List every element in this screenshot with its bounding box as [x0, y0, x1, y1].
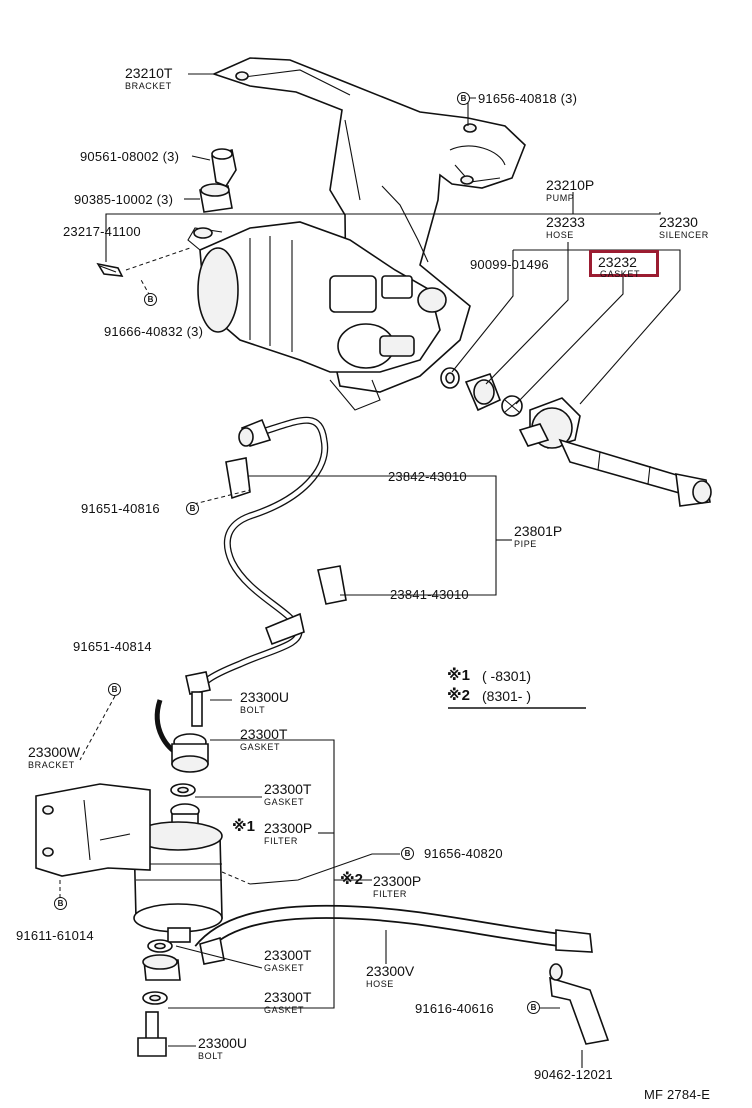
part-number-91651-40814: 91651-40814 [73, 639, 152, 654]
part-number-23300t-2: 23300T [264, 781, 312, 797]
legend-mark-1: ※1 [447, 667, 470, 684]
part-number-91666: 91666-40832 (3) [104, 324, 204, 339]
hose-silencer-drawing [440, 367, 712, 507]
part-name-hose-23300v: HOSE [366, 979, 394, 989]
part-name-gasket-4: GASKET [264, 1005, 305, 1015]
part-number-23300t-4: 23300T [264, 989, 312, 1005]
fuel-pipe-drawing [194, 416, 347, 701]
part-number-91656-40820: 91656-40820 [424, 846, 503, 861]
legend-range-2: (8301- ) [482, 688, 532, 704]
part-name-gasket-23232: GASKET [600, 269, 641, 279]
part-name-filter-1: FILTER [264, 836, 298, 846]
part-number-23842: 23842-43010 [388, 469, 467, 484]
part-name-pipe: PIPE [514, 539, 537, 549]
filter-hose-drawing [194, 904, 610, 1045]
part-name-bolt-bottom: BOLT [198, 1051, 224, 1061]
part-number-91611: 91611-61014 [16, 928, 94, 943]
part-name-gasket-2: GASKET [264, 797, 305, 807]
part-number-91616: 91616-40616 [415, 1001, 494, 1016]
part-number-23217: 23217-41100 [63, 224, 141, 239]
part-number-23300v: 23300V [366, 963, 415, 979]
part-name-filter-2: FILTER [373, 889, 407, 899]
legend-mark-2: ※2 [447, 687, 470, 704]
bolt-marker-b: B [527, 1001, 540, 1014]
bolt-marker-b: B [401, 847, 414, 860]
part-number-90099: 90099-01496 [470, 257, 549, 272]
bolt-marker-b: B [144, 293, 157, 306]
part-name-gasket-1: GASKET [240, 742, 281, 752]
part-number-90385: 90385-10002 (3) [74, 192, 174, 207]
bolt-marker-b: B [186, 502, 199, 515]
legend-range-1: ( -8301) [482, 668, 532, 684]
part-number-23232: 23232 [598, 254, 637, 270]
screw-drawing [96, 262, 124, 277]
bolt-marker-b: B [108, 683, 121, 696]
part-number-23300w: 23300W [28, 744, 81, 760]
part-number-90561: 90561-08002 (3) [80, 149, 180, 164]
part-number-90462: 90462-12021 [534, 1067, 613, 1082]
part-number-23300u-top: 23300U [240, 689, 290, 705]
part-name-pump: PUMP [546, 193, 575, 203]
bolt-marker-b: B [457, 92, 470, 105]
part-number-91651-40816: 91651-40816 [81, 501, 160, 516]
part-number-23801p: 23801P [514, 523, 563, 539]
bushings-drawing [199, 148, 237, 213]
part-number-91656-40818: 91656-40818 (3) [478, 91, 578, 106]
part-number-23300p-2: 23300P [373, 873, 422, 889]
part-name-bracket-23300w: BRACKET [28, 760, 75, 770]
part-number-23210t: 23210T [125, 65, 173, 81]
part-number-23841: 23841-43010 [390, 587, 469, 602]
pump-drawing [187, 221, 447, 411]
filter-assembly-drawing [35, 671, 223, 1057]
part-name-silencer: SILENCER [659, 230, 709, 240]
part-name-gasket-3: GASKET [264, 963, 305, 973]
part-number-23300u-bottom: 23300U [198, 1035, 248, 1051]
part-name-bracket: BRACKET [125, 81, 172, 91]
part-number-23300p-1: 23300P [264, 820, 313, 836]
bolt-marker-b: B [54, 897, 67, 910]
pump-bracket-drawing [211, 57, 526, 393]
highlight-frame-23232 [589, 250, 659, 277]
part-number-23233: 23233 [546, 214, 585, 230]
part-number-23230: 23230 [659, 214, 698, 230]
diagram-code: MF 2784-E [644, 1087, 711, 1102]
part-name-hose: HOSE [546, 230, 574, 240]
variant-mark-2: ※2 [340, 871, 363, 888]
legend-underline [448, 707, 586, 709]
part-number-23300t-3: 23300T [264, 947, 312, 963]
part-number-23210p: 23210P [546, 177, 595, 193]
part-name-bolt-top: BOLT [240, 705, 266, 715]
part-number-23300t-1: 23300T [240, 726, 288, 742]
variant-mark-1: ※1 [232, 818, 255, 835]
